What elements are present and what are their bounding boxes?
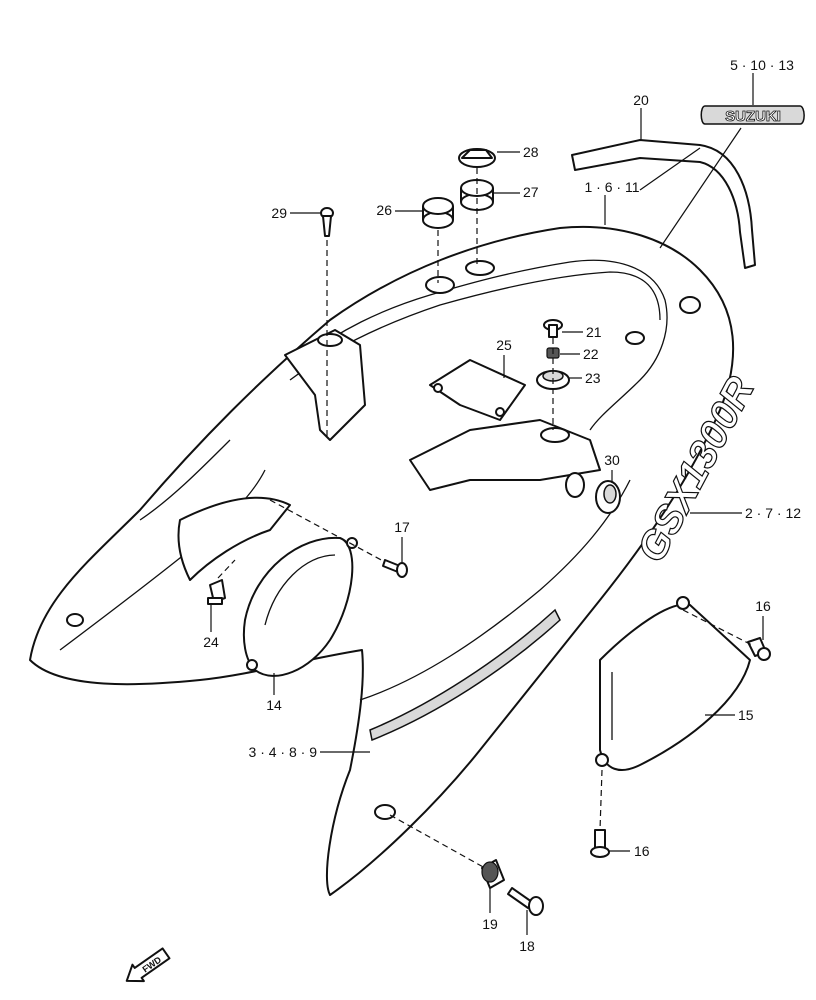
screw-17: [382, 559, 408, 578]
screw-29: [320, 207, 334, 237]
cushion-26: [422, 197, 454, 229]
callout-16-lower: 16: [634, 843, 650, 859]
grommet-30: [595, 480, 621, 514]
clip-24: [207, 579, 226, 605]
callout-26: 26: [376, 202, 392, 218]
alignment-dashes: [217, 168, 753, 869]
callout-17: 17: [394, 519, 410, 535]
emblem-text: SUZUKI: [725, 108, 781, 125]
callout-labels: 5 · 10 · 13 20 28 27 26 29 1 · 6 · 11 21…: [203, 57, 801, 954]
bracket-14: [242, 536, 358, 677]
callout-15: 15: [738, 707, 754, 723]
callout-23: 23: [585, 370, 601, 386]
callout-28: 28: [523, 144, 539, 160]
callout-29: 29: [271, 205, 287, 221]
callout-2-7-12: 2 · 7 · 12: [745, 505, 801, 521]
cap-28: [458, 148, 496, 168]
callout-20: 20: [633, 92, 649, 108]
seat-tail-cover: [29, 225, 735, 896]
leader-lines: [210, 73, 764, 935]
clip-16-lower: [590, 829, 610, 858]
callout-21: 21: [586, 324, 602, 340]
callout-24: 24: [203, 634, 219, 650]
callout-5-10-13: 5 · 10 · 13: [730, 57, 794, 73]
callout-19: 19: [482, 916, 498, 932]
cover-15: [595, 596, 751, 771]
callout-16-upper: 16: [755, 598, 771, 614]
callout-27: 27: [523, 184, 539, 200]
callout-1-6-11: 1 · 6 · 11: [585, 179, 640, 195]
suzuki-emblem: SUZUKI: [700, 105, 805, 125]
clip-16-upper: [747, 637, 771, 661]
grab-rail: [571, 139, 756, 269]
screw-18: [507, 887, 544, 916]
cushion-27: [460, 179, 494, 211]
bolt-21: [543, 319, 563, 338]
fwd-arrow-icon: FWD: [125, 947, 171, 983]
callout-25: 25: [496, 337, 512, 353]
callout-22: 22: [583, 346, 599, 362]
callout-18: 18: [519, 938, 535, 954]
callout-3-4-8-9: 3 · 4 · 8 · 9: [249, 744, 318, 760]
cushion-19: [481, 859, 505, 889]
callout-14: 14: [266, 697, 282, 713]
callout-30: 30: [604, 452, 620, 468]
